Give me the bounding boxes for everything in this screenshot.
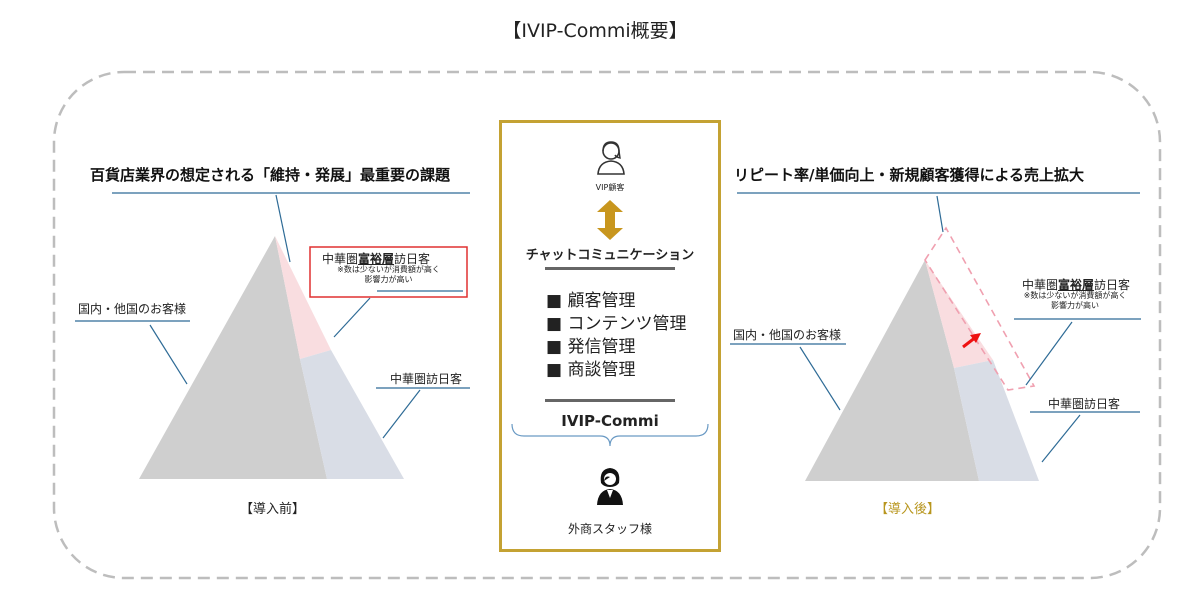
product-bracket (511, 423, 709, 447)
left-pyramid-pink (275, 236, 331, 359)
red-arrow-icon (970, 333, 981, 343)
left-wealthy-emph: 富裕層 (358, 252, 395, 266)
double-arrow-icon (597, 200, 623, 240)
left-wealthy-suffix: 訪日客 (394, 252, 431, 266)
right-pyramid-blue (954, 360, 1039, 481)
staff-person-icon (597, 468, 623, 505)
person-outline-icon (597, 141, 625, 175)
right-wealthy-note-line2: 影響力が高い (1051, 301, 1099, 310)
chat-divider (545, 267, 675, 270)
right-wealthy-emph: 富裕層 (1058, 278, 1095, 292)
feature-item-negotiation: ■ 商談管理 (546, 360, 636, 380)
page-title: 【IVIP-Commi概要】 (502, 20, 688, 42)
left-domestic-label: 国内・他国のお客様 (78, 302, 187, 316)
right-wealthy-prefix: 中華圏 (1022, 278, 1059, 292)
right-wealthy-label: 中華圏富裕層訪日客 (1022, 276, 1130, 293)
right-growth-band (924, 226, 1036, 391)
left-pyramid-gray (139, 236, 327, 479)
left-chinese-label: 中華圏訪日客 (390, 372, 463, 386)
feature-item-content: ■ コンテンツ管理 (546, 314, 687, 334)
product-name: IVIP-Commi (561, 412, 659, 430)
right-wealthy-note: ※数は少ないが消費額が高く 影響力が高い (1000, 291, 1150, 311)
left-pyramid-diagram (75, 192, 470, 479)
left-caption: 【導入前】 (240, 502, 306, 517)
center-box (499, 120, 721, 552)
left-pyramid-blue (300, 350, 404, 479)
feature-item-customer: ■ 顧客管理 (546, 291, 636, 311)
right-chinese-label: 中華圏訪日客 (1048, 397, 1121, 411)
right-caption: 【導入後】 (875, 502, 941, 517)
vip-label: VIP顧客 (595, 183, 625, 192)
left-wealthy-note-line1: ※数は少ないが消費額が高く (337, 265, 440, 274)
left-wealthy-note: ※数は少ないが消費額が高く 影響力が高い (310, 265, 467, 285)
feature-list: ■ 顧客管理 ■ コンテンツ管理 ■ 発信管理 ■ 商談管理 (546, 290, 686, 382)
feature-item-send: ■ 発信管理 (546, 337, 636, 357)
right-wealthy-suffix: 訪日客 (1094, 278, 1131, 292)
product-divider (545, 399, 675, 402)
left-wealthy-box (309, 246, 468, 298)
left-wealthy-prefix: 中華圏 (322, 252, 359, 266)
left-wealthy-note-line2: 影響力が高い (364, 275, 413, 284)
right-heading: リピート率/単価向上・新規顧客獲得による売上拡大 (734, 166, 1085, 184)
right-wealthy-note-line1: ※数は少ないが消費額が高く (1023, 291, 1127, 300)
left-wealthy-label: 中華圏富裕層訪日客 (322, 250, 430, 267)
right-domestic-label: 国内・他国のお客様 (733, 328, 842, 342)
staff-label: 外商スタッフ様 (567, 522, 652, 536)
right-pyramid-gray (805, 260, 979, 481)
dashed-frame (52, 70, 1162, 580)
chat-label: チャットコミュニケーション (525, 248, 695, 263)
left-heading: 百貨店業界の想定される「維持・発展」最重要の課題 (90, 166, 451, 184)
right-pyramid-diagram (730, 192, 1141, 481)
